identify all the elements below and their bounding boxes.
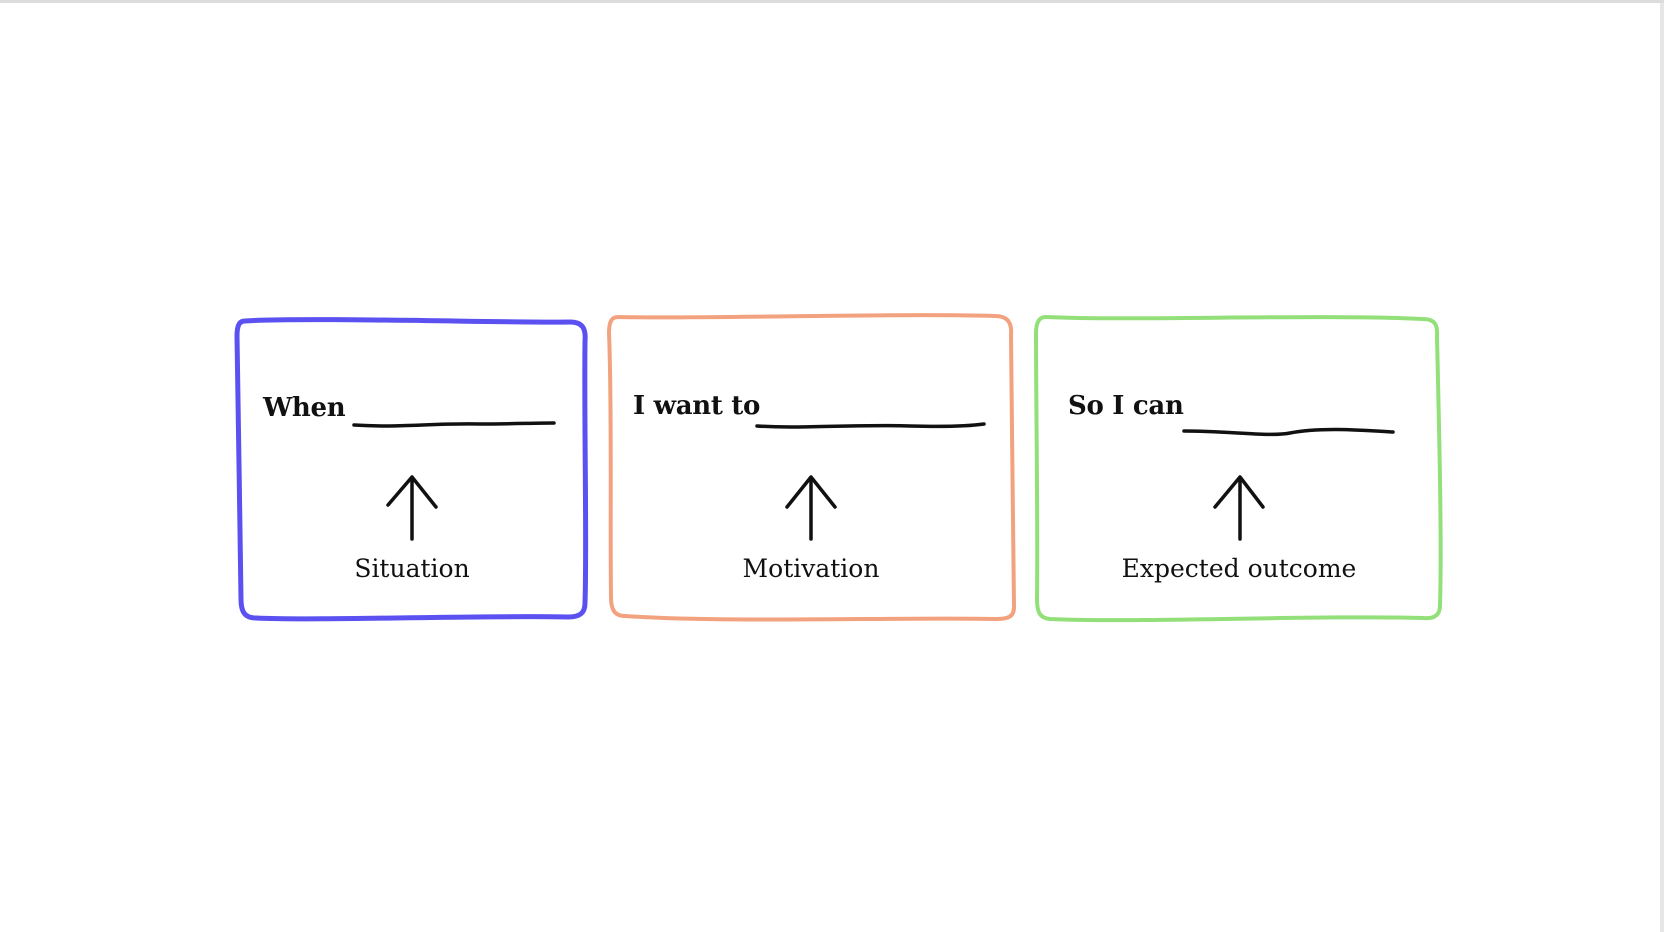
motivation-blank-line bbox=[755, 422, 986, 429]
outcome-arrow-icon bbox=[1213, 475, 1265, 541]
card-frames bbox=[234, 313, 1443, 623]
situation-caption: Situation bbox=[354, 554, 470, 583]
outcome-prompt: So I can bbox=[1068, 391, 1184, 421]
motivation-caption: Motivation bbox=[742, 554, 880, 583]
situation-prompt: When bbox=[263, 393, 346, 423]
outcome-blank-line bbox=[1182, 427, 1395, 437]
situation-arrow-icon bbox=[386, 475, 438, 541]
motivation-arrow-icon bbox=[785, 475, 837, 541]
scrollbar-track bbox=[1660, 3, 1664, 932]
motivation-prompt: I want to bbox=[633, 391, 761, 421]
situation-blank-line bbox=[352, 421, 556, 428]
outcome-caption: Expected outcome bbox=[1121, 554, 1357, 583]
